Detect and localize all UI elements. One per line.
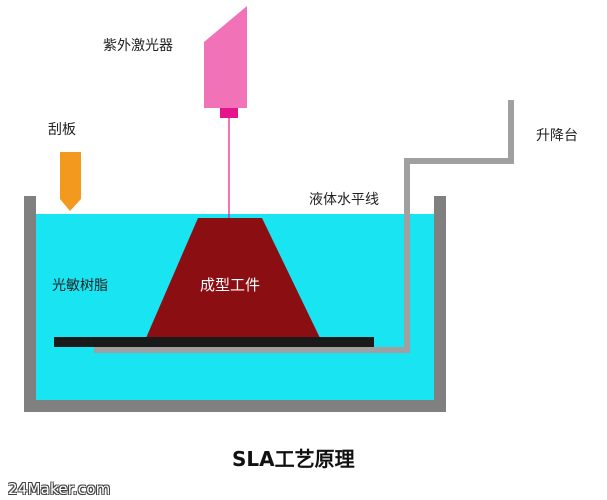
liquid-level-label: 液体水平线 — [309, 192, 379, 208]
uv-laser-body — [204, 6, 247, 108]
diagram-caption: SLA工艺原理 — [232, 447, 355, 471]
build-plate — [54, 337, 374, 347]
platform-arm — [94, 100, 514, 353]
scraper-label: 刮板 — [48, 122, 76, 138]
formed-part — [146, 218, 320, 338]
watermark: 24Maker.com — [8, 480, 111, 498]
platform-label: 升降台 — [536, 128, 578, 144]
laser-label: 紫外激光器 — [103, 37, 173, 54]
resin-label: 光敏树脂 — [52, 278, 108, 294]
part-label: 成型工件 — [200, 276, 260, 294]
uv-laser-nozzle — [220, 108, 238, 118]
scraper — [60, 152, 81, 211]
